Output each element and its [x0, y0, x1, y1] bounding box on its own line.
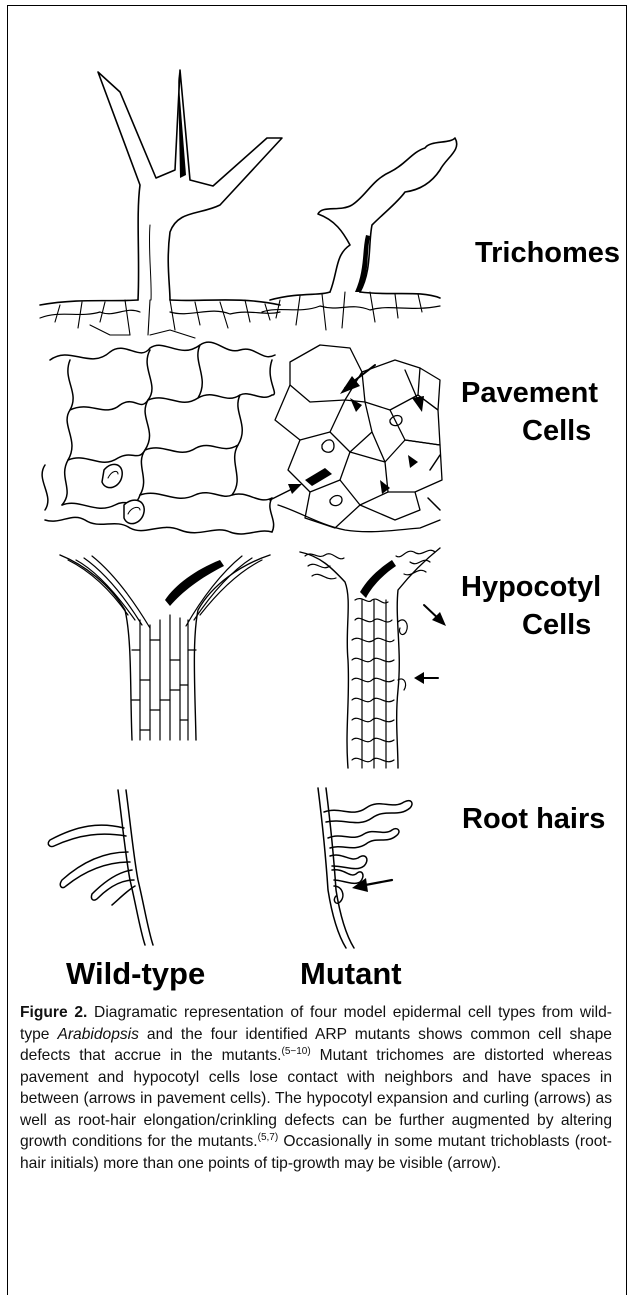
mutant-trichome-drawing [262, 138, 457, 330]
wildtype-pavement-drawing [42, 342, 275, 534]
row-label-pavement-line2: Cells [522, 415, 591, 447]
row-label-hypocotyl-line2: Cells [522, 609, 591, 641]
row-label-hypocotyl-line1: Hypocotyl [461, 571, 601, 603]
caption-reference-1: (5−10) [281, 1046, 310, 1057]
figure-caption: Figure 2. Diagramatic representation of … [20, 1002, 612, 1174]
caption-organism: Arabidopsis [57, 1026, 138, 1043]
column-label-mutant: Mutant [300, 956, 402, 991]
mutant-pavement-drawing [270, 345, 442, 532]
column-label-wild-type: Wild-type [66, 956, 205, 991]
caption-reference-2: (5,7) [258, 1132, 279, 1143]
mutant-roothairs-drawing [318, 788, 412, 948]
row-label-pavement-line1: Pavement [461, 377, 598, 409]
wildtype-hypocotyl-drawing [60, 555, 270, 740]
wildtype-trichome-drawing [40, 70, 282, 338]
figure-illustration: Trichomes Pavement Cells Hypocotyl Cells… [0, 0, 639, 1000]
row-label-root-hairs: Root hairs [462, 803, 605, 835]
mutant-hypocotyl-drawing [300, 548, 446, 768]
row-label-trichomes: Trichomes [475, 237, 620, 269]
wildtype-roothairs-drawing [48, 790, 153, 945]
figure-number: Figure 2. [20, 1004, 87, 1021]
